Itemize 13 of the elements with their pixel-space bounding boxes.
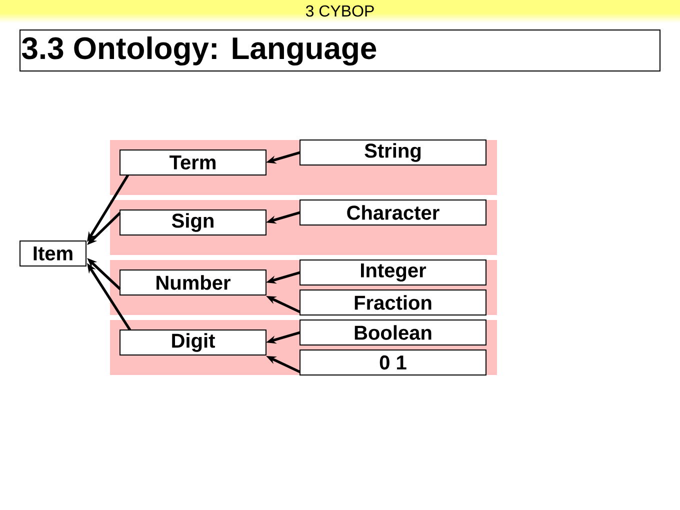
title-box: 3.3 Ontology: Language	[20, 30, 660, 72]
page-header: 3 CYBOP	[0, 0, 680, 23]
concept-box: Digit	[120, 330, 266, 356]
concept-box: Item	[20, 240, 86, 266]
concept-box: String	[300, 140, 486, 166]
concept-box: Integer	[300, 260, 486, 286]
concept-box: Number	[120, 270, 266, 296]
concept-box: Term	[120, 150, 266, 176]
concept-box: Fraction	[300, 290, 486, 316]
concept-box: Sign	[120, 210, 266, 236]
concept-box: Character	[300, 200, 486, 226]
concept-box: Boolean	[300, 320, 486, 346]
concept-box: 0 1	[300, 350, 486, 376]
